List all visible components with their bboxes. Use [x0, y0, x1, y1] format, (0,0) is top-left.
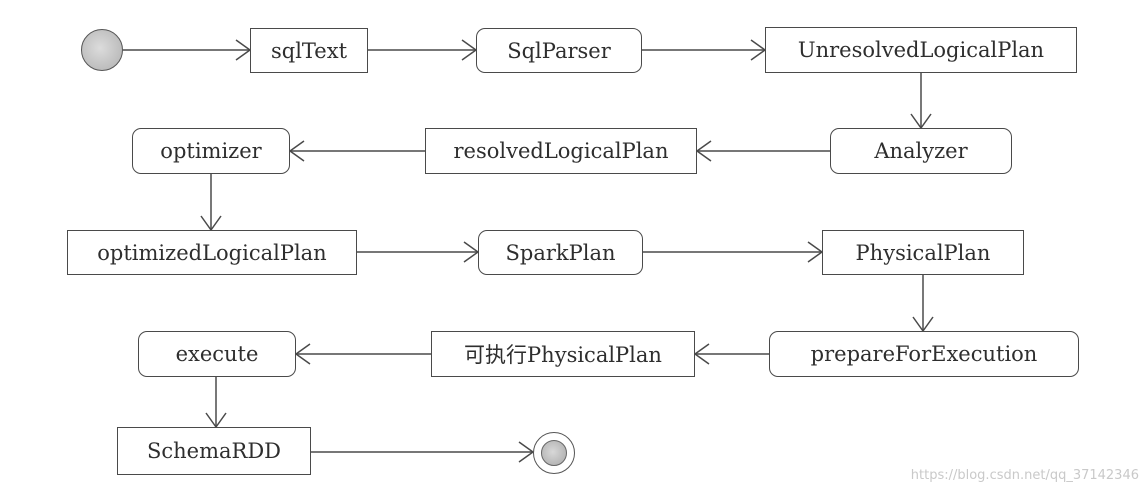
node-prepare-for-execution: prepareForExecution: [769, 331, 1079, 377]
watermark: https://blog.csdn.net/qq_37142346: [910, 468, 1139, 483]
node-sqlparser: SqlParser: [476, 28, 642, 73]
node-resolved-logical-plan: resolvedLogicalPlan: [425, 128, 697, 174]
arrowhead: [294, 343, 311, 365]
node-optimized-logical-plan: optimizedLogicalPlan: [67, 230, 357, 275]
end-node-inner: [540, 439, 567, 466]
arrowhead: [693, 343, 710, 365]
node-sqltext: sqlText: [250, 28, 368, 73]
node-sparkplan: SparkPlan: [478, 230, 643, 275]
arrowhead: [695, 140, 712, 162]
node-analyzer: Analyzer: [830, 128, 1012, 174]
start-node: [81, 29, 123, 71]
node-executable-physical-plan: 可执行PhysicalPlan: [431, 331, 695, 377]
node-unresolved-logical-plan: UnresolvedLogicalPlan: [765, 27, 1077, 73]
end-node: [533, 432, 575, 474]
node-schemardd: SchemaRDD: [117, 427, 311, 475]
node-optimizer: optimizer: [132, 128, 290, 174]
node-execute: execute: [138, 331, 296, 377]
arrowhead: [288, 140, 305, 162]
node-physical-plan: PhysicalPlan: [822, 230, 1024, 275]
